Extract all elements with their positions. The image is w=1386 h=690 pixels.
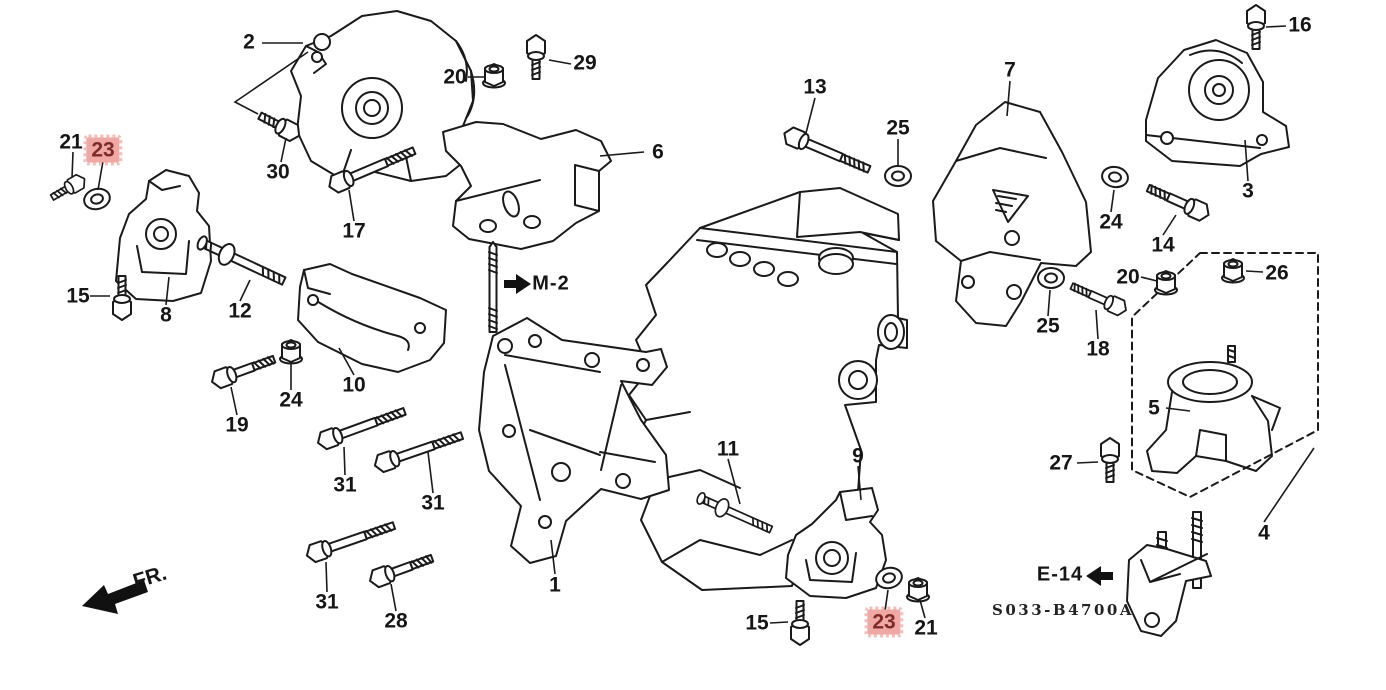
part-callout-11[interactable]: 11 [716,437,740,461]
part-callout-26[interactable]: 26 [1265,261,1289,285]
bracket-e14-drawing [1126,511,1212,637]
part-callout-15[interactable]: 15 [66,284,90,308]
part-callout-6[interactable]: 6 [652,140,664,164]
assembly-dashed-box [1131,252,1319,498]
engine-block-drawing [628,187,908,591]
part-callout-23-highlighted[interactable]: 23 [864,606,904,638]
part-10-drawing [297,263,447,373]
part-callout-5[interactable]: 5 [1148,396,1160,420]
part-callout-16[interactable]: 16 [1288,13,1312,37]
diagram-part-code: S033-B4700A [992,601,1134,619]
part-callout-27[interactable]: 27 [1049,451,1073,475]
part-callout-14[interactable]: 14 [1151,233,1175,257]
part-callout-21[interactable]: 21 [914,616,938,640]
e14-arrow-icon [1086,566,1113,586]
part-callout-31[interactable]: 31 [315,590,339,614]
part-callout-13[interactable]: 13 [803,75,827,99]
part-callout-31[interactable]: 31 [421,491,445,515]
part-callout-28[interactable]: 28 [384,609,408,633]
part-callout-31[interactable]: 31 [333,473,357,497]
part-callout-4[interactable]: 4 [1258,521,1270,545]
m2-reference-label[interactable]: M-2 [532,272,570,295]
part-callout-1[interactable]: 1 [549,573,561,597]
part-callout-18[interactable]: 18 [1086,337,1110,361]
part-callout-15[interactable]: 15 [745,611,769,635]
part-callout-25[interactable]: 25 [886,116,910,140]
part-6-drawing [442,121,612,250]
part-callout-8[interactable]: 8 [160,303,172,327]
m2-arrow-icon [504,274,531,294]
leader-lines [71,25,1315,624]
part-callout-20[interactable]: 20 [443,65,467,89]
e14-reference-label[interactable]: E-14 [1036,563,1084,586]
part-callout-23-highlighted[interactable]: 23 [83,134,123,166]
part-callout-24[interactable]: 24 [1099,210,1123,234]
part-3-drawing [1145,39,1290,167]
part-2-drawing [290,10,476,182]
part-callout-25[interactable]: 25 [1036,314,1060,338]
part-callout-9[interactable]: 9 [852,444,864,468]
part-7-drawing [932,101,1092,327]
part-callout-19[interactable]: 19 [225,413,249,437]
fr-direction-arrow [82,580,148,614]
part-callout-3[interactable]: 3 [1242,179,1254,203]
part-1-drawing [478,317,670,564]
part-callout-7[interactable]: 7 [1004,58,1016,82]
part-callout-10[interactable]: 10 [342,373,366,397]
part-callout-30[interactable]: 30 [266,160,290,184]
part-callout-20[interactable]: 20 [1116,265,1140,289]
part-5-drawing [1146,345,1281,474]
part-callout-2[interactable]: 2 [243,30,255,54]
part-callout-17[interactable]: 17 [342,219,366,243]
part-callout-12[interactable]: 12 [228,299,252,323]
part-8-drawing [115,169,212,302]
part-callout-29[interactable]: 29 [573,51,597,75]
part-callout-24[interactable]: 24 [279,388,303,412]
part-9-drawing [785,487,887,599]
part-callout-21[interactable]: 21 [59,130,83,154]
